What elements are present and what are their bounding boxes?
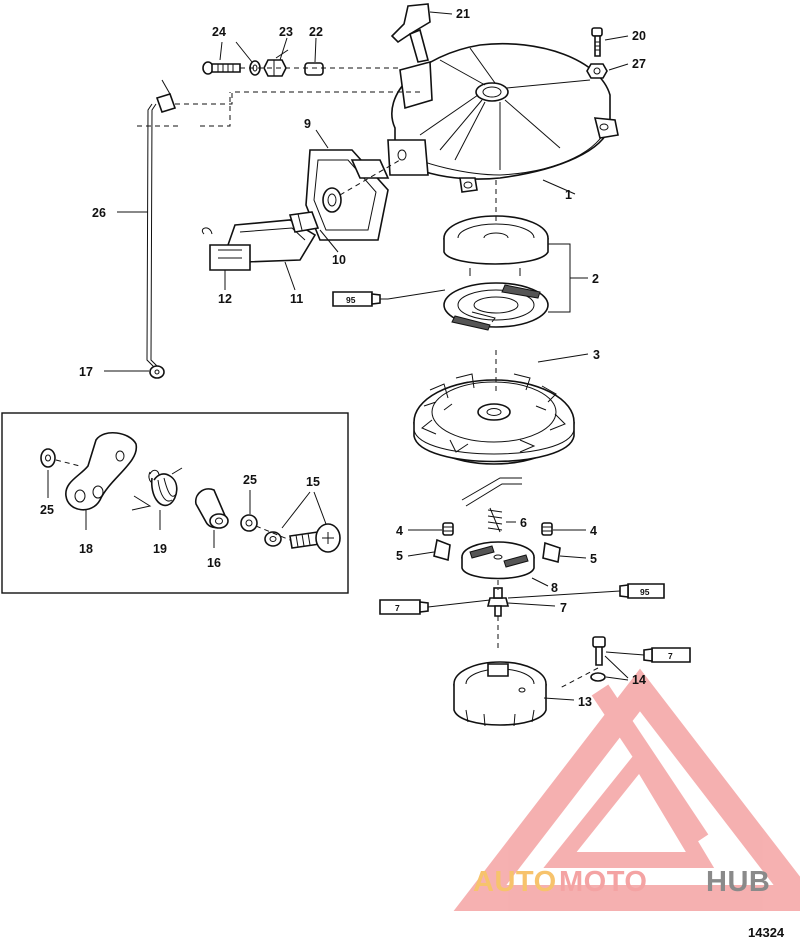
callout-21: 18	[79, 542, 93, 556]
callout-13: 13	[578, 695, 592, 709]
pawl-part-5	[542, 541, 561, 564]
callout-27: 27	[632, 57, 646, 71]
pulley-part-3	[413, 373, 575, 465]
spring-icon	[131, 467, 183, 511]
callout-4-right: 4	[590, 524, 597, 538]
watermark-text-auto: AUTO	[473, 866, 557, 898]
callout-23: 16	[207, 556, 221, 570]
tube-label-95: 95	[346, 295, 356, 305]
callout-18: 23	[279, 25, 293, 39]
watermark-logo-icon	[453, 668, 800, 911]
washer-icon	[264, 531, 282, 547]
callout-25-left: 25	[40, 503, 54, 517]
tube-label-95-right: 95	[640, 587, 650, 597]
bolt-icon	[486, 587, 510, 617]
callout-10: 10	[332, 253, 346, 267]
washer-icon	[240, 514, 258, 532]
bolt-icon	[592, 636, 606, 666]
sealant-tube-icon: 95	[619, 583, 665, 599]
callout-22: 15	[306, 475, 320, 489]
callout-25-right: 25	[243, 473, 257, 487]
callout-6: 6	[520, 516, 527, 530]
inset-box	[1, 412, 349, 594]
spring-icon	[487, 507, 503, 533]
starter-housing	[387, 42, 619, 193]
callout-9: 9	[304, 117, 311, 131]
bolt-icon	[591, 27, 603, 57]
lever-part-21	[65, 432, 137, 511]
spring-cup-part-2	[443, 215, 549, 276]
callout-4-left: 4	[396, 524, 403, 538]
pawl-plate-part-8	[461, 541, 535, 580]
callout-8: 8	[551, 581, 558, 595]
callout-1: 1	[565, 188, 572, 202]
starter-rope	[461, 477, 522, 507]
callout-5-right: 5	[590, 552, 597, 566]
tube-label-7-left: 7	[395, 603, 400, 613]
watermark-text-hub: HUB	[706, 866, 770, 898]
callout-15: 20	[632, 29, 646, 43]
bolt-icon	[289, 523, 341, 553]
handle-end-part-12	[201, 227, 251, 271]
handle-insert-part-10	[350, 159, 390, 179]
callout-7-center: 7	[560, 601, 567, 615]
callout-14: 14	[632, 673, 646, 687]
callout-16: 21	[456, 7, 470, 21]
callout-5-left: 5	[396, 549, 403, 563]
sealant-tube-icon: 7	[643, 647, 691, 663]
bushing-part-17	[304, 62, 324, 76]
callout-17: 22	[309, 25, 323, 39]
callout-24: 19	[153, 542, 167, 556]
tube-label-7-right: 7	[668, 651, 673, 661]
nut-icon	[263, 49, 289, 77]
washer-icon	[40, 448, 56, 468]
spring-icon	[443, 282, 549, 331]
callout-20: 17	[79, 365, 93, 379]
sealant-tube-icon: 7	[379, 599, 429, 615]
lever-part-16	[390, 3, 431, 63]
watermark-text: AUTO MOTO HUB	[473, 866, 770, 898]
callout-12: 12	[218, 292, 232, 306]
callout-2: 2	[592, 272, 599, 286]
callout-19: 24	[212, 25, 226, 39]
nut-icon	[586, 63, 608, 79]
starter-cup-part-13	[453, 661, 547, 727]
callout-3: 3	[593, 348, 600, 362]
pawl-part-5	[433, 538, 451, 562]
spring-icon	[541, 522, 553, 536]
sealant-tube-icon: 95	[332, 291, 388, 307]
callout-11: 11	[290, 292, 303, 306]
watermark-text-moto: MOTO	[559, 866, 647, 898]
link-rod-part-26	[146, 79, 177, 379]
washer-icon	[590, 672, 606, 682]
bolt-icon	[202, 61, 241, 75]
callout-26: 26	[92, 206, 106, 220]
bushing-part-23	[194, 488, 229, 529]
spring-icon	[442, 522, 454, 536]
figure-number: 14324	[748, 925, 785, 940]
